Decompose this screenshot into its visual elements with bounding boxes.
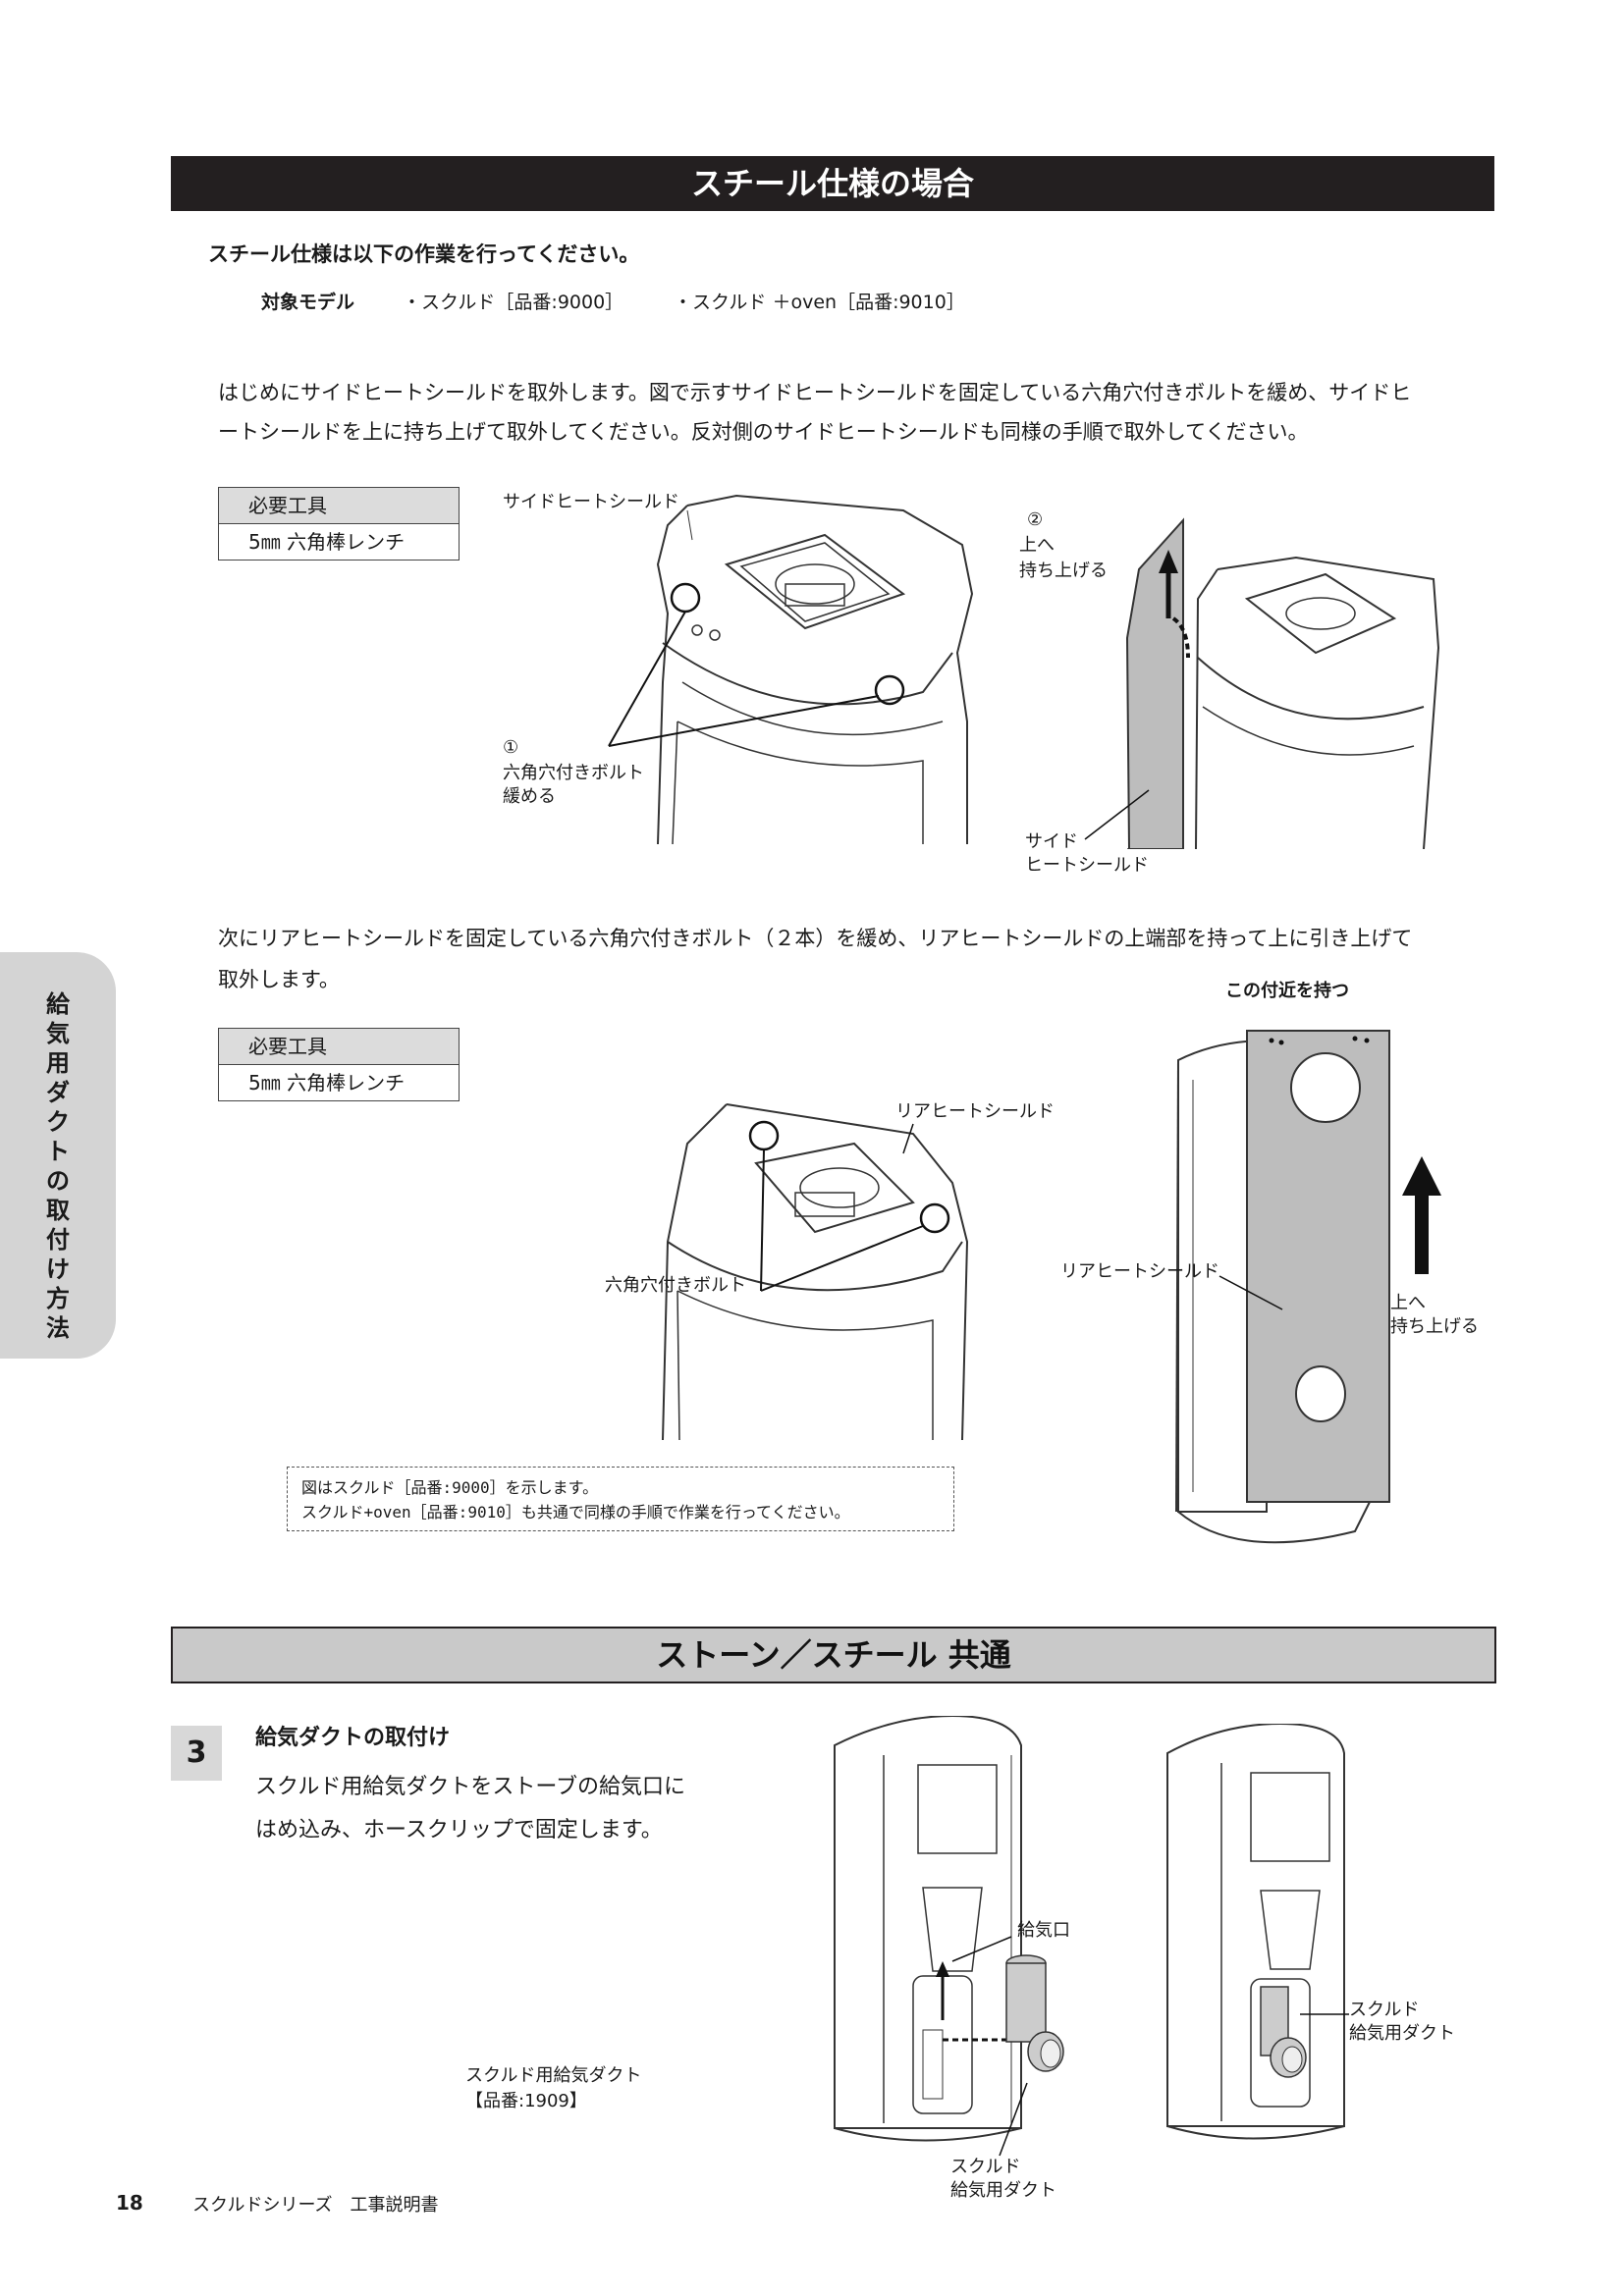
note-line2: スクルド+oven［品番:9010］も共通で同様の手順で作業を行ってください。 [301,1503,850,1522]
label-duct-b-1: スクルド [1349,2000,1420,2020]
rear-text-line2: 取外します。 [218,968,340,991]
side-tab-label: 給気用ダクトの取付け方法 [46,990,70,1342]
label-rear-shield-2: リアヒートシールド [1060,1261,1219,1282]
label-duct-a-1: スクルド [950,2157,1021,2177]
note-box: 図はスクルド［品番:9000］を示します。 スクルド+oven［品番:9010］… [287,1467,954,1531]
label-num-1: ① [503,737,519,758]
label-loosen: 緩める [503,786,556,807]
stove-figure-rear-shield-lift [1175,1030,1390,1544]
footer-doc-title: スクルドシリーズ 工事説明書 [192,2195,439,2216]
common-section-title: ストーン／スチール 共通 [171,1627,1496,1683]
tools-box-2: 必要工具 5㎜ 六角棒レンチ [218,1028,460,1101]
label-side-heat-shield: ヒートシールド [1025,855,1149,876]
label-duct-b-2: 給気用ダクト [1349,2023,1455,2044]
label-side: サイド [1025,831,1078,852]
side-text-line2: ートシールドを上に持ち上げて取外してください。反対側のサイドヒートシールドも同様… [218,420,1309,444]
label-lift: 持ち上げる [1019,561,1108,581]
label-rear-shield: リアヒートシールド [895,1101,1055,1122]
duct-caption: スクルド用給気ダクト [465,2065,642,2086]
tools-item-2: 5㎜ 六角棒レンチ [248,1071,406,1095]
tools-item: 5㎜ 六角棒レンチ [248,530,406,554]
side-tab [0,952,116,1359]
step-number: 3 [171,1726,222,1781]
step-title: 給気ダクトの取付け [255,1726,451,1750]
model-2: ・スクルド ＋oven［品番:9010］ [674,292,965,313]
label-side-shield: サイドヒートシールド [503,492,679,512]
label-lift-up-2: 上へ [1390,1293,1426,1313]
model-1: ・スクルド［品番:9000］ [403,292,624,313]
label-air-inlet: 給気口 [1017,1920,1070,1941]
models-label: 対象モデル [261,292,355,313]
label-hold-here: この付近を持つ [1225,981,1349,1001]
duct-part-number: 【品番:1909】 [465,2091,587,2111]
intro-heading: スチール仕様は以下の作業を行ってください。 [208,242,640,266]
stove-figure-side-shield-lift [1125,517,1440,849]
leader-duct [999,2082,1028,2157]
leader-line-rear [1218,1275,1283,1310]
label-hex-bolt: 六角穴付きボルト [605,1275,746,1296]
stove-back-figure-duct-after [1166,1724,1349,2140]
label-lift-up: 上へ [1019,535,1055,556]
label-lift-2: 持ち上げる [1390,1316,1479,1337]
tools-box: 必要工具 5㎜ 六角棒レンチ [218,487,460,561]
label-num-2: ② [1027,509,1044,530]
label-duct-a-2: 給気用ダクト [950,2180,1056,2201]
side-text-line1: はじめにサイドヒートシールドを取外します。図で示すサイドヒートシールドを固定して… [218,381,1412,404]
step3-line2: はめ込み、ホースクリップで固定します。 [255,1818,663,1842]
tools-header-2: 必要工具 [219,1029,459,1065]
up-arrow-icon [1402,1156,1441,1274]
tools-header: 必要工具 [219,488,459,524]
label-bolt: 六角穴付きボルト [503,763,644,783]
leader-line [1084,789,1150,840]
duct-part-icon [1005,1954,1064,2072]
stove-top-figure-rear-bolts [662,1103,969,1440]
stove-back-figure-duct-before [834,1716,1022,2142]
rear-text-line1: 次にリアヒートシールドを固定している六角穴付きボルト（２本）を緩め、リアヒートシ… [218,927,1413,950]
stove-top-figure-side-bolts [608,494,974,845]
section-title: スチール仕様の場合 [171,156,1494,211]
note-line1: 図はスクルド［品番:9000］を示します。 [301,1478,599,1497]
page-number: 18 [116,2191,143,2215]
step3-line1: スクルド用給気ダクトをストーブの給気口に [255,1775,686,1799]
